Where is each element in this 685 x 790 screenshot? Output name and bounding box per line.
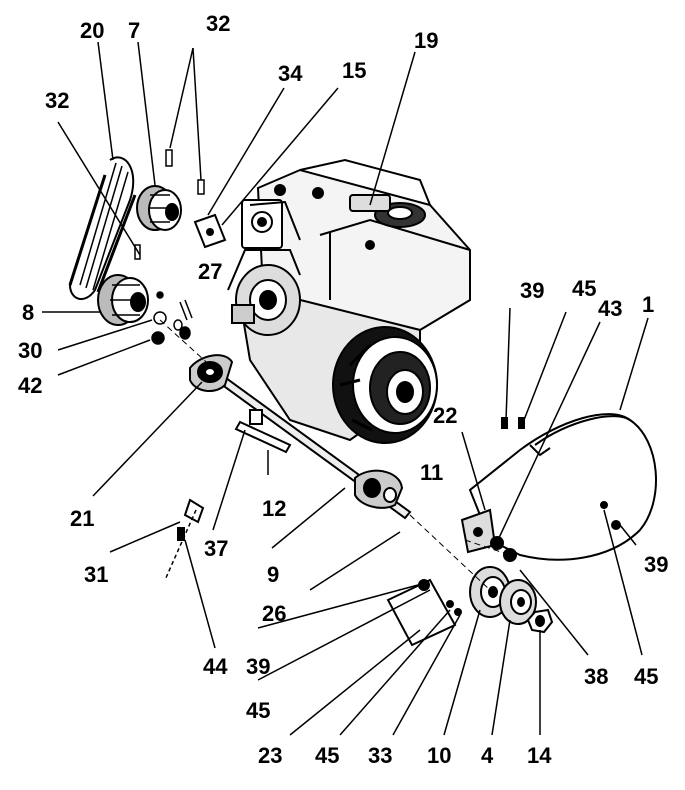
callout-9: 9	[267, 562, 280, 587]
callout-45-left: 45	[246, 698, 271, 723]
leader-lines	[42, 41, 649, 736]
callout-44: 44	[203, 654, 228, 679]
callout-45-top: 45	[572, 276, 597, 301]
callout-39-right: 39	[644, 552, 669, 577]
lower-pulley	[97, 274, 149, 326]
callout-38: 38	[584, 664, 609, 689]
drive-belt	[68, 156, 137, 300]
callout-27: 27	[198, 259, 223, 284]
upper-pulley	[136, 185, 182, 231]
blade-pulleys	[177, 417, 554, 647]
callout-43: 43	[598, 296, 623, 321]
callout-1: 1	[642, 292, 655, 317]
callout-4: 4	[481, 743, 494, 768]
callout-33: 33	[368, 743, 393, 768]
callout-11: 11	[420, 460, 444, 485]
callout-30: 30	[18, 338, 43, 363]
drive-shaft	[189, 354, 412, 520]
callout-10: 10	[427, 743, 452, 768]
callout-21: 21	[70, 506, 95, 531]
engine-assembly	[193, 158, 471, 444]
small-hardware	[134, 149, 205, 345]
callout-39-top: 39	[520, 278, 545, 303]
callout-32-top: 32	[206, 11, 231, 36]
callout-15: 15	[342, 58, 367, 83]
callout-7: 7	[128, 18, 141, 43]
callout-20: 20	[80, 18, 105, 43]
callout-39-bottom: 39	[246, 654, 271, 679]
callout-26: 26	[262, 601, 287, 626]
callout-8: 8	[22, 300, 35, 325]
callout-23: 23	[258, 743, 283, 768]
callout-14: 14	[527, 743, 552, 768]
callout-19: 19	[414, 28, 439, 53]
callout-32-left: 32	[45, 88, 70, 113]
callout-12: 12	[262, 496, 287, 521]
callout-45-bottom: 45	[315, 743, 340, 768]
callout-42: 42	[18, 373, 43, 398]
callout-37: 37	[204, 536, 229, 561]
callout-31: 31	[84, 562, 109, 587]
assembly-axes	[159, 319, 511, 591]
callout-45-right: 45	[634, 664, 659, 689]
callout-22: 22	[433, 403, 458, 428]
callout-34: 34	[278, 61, 303, 86]
